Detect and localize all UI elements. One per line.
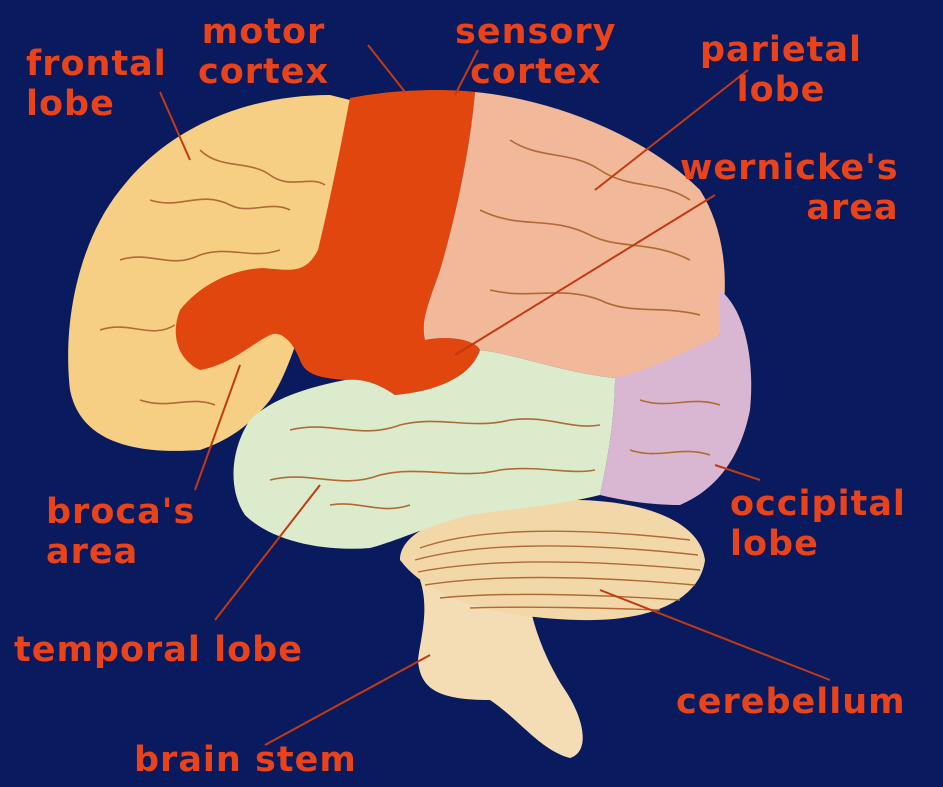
label-cerebellum: cerebellum (676, 682, 906, 722)
label-brain-stem: brain stem (134, 740, 357, 780)
label-wernickes-area: wernicke's area (680, 148, 899, 228)
label-motor-cortex: motor cortex (198, 12, 329, 92)
label-brocas-area: broca's area (46, 492, 195, 572)
label-temporal-lobe: temporal lobe (14, 630, 303, 670)
label-sensory-cortex: sensory cortex (455, 12, 616, 92)
label-occipital-lobe: occipital lobe (730, 484, 906, 564)
label-parietal-lobe: parietal lobe (700, 30, 862, 110)
label-frontal-lobe: frontal lobe (26, 44, 167, 124)
